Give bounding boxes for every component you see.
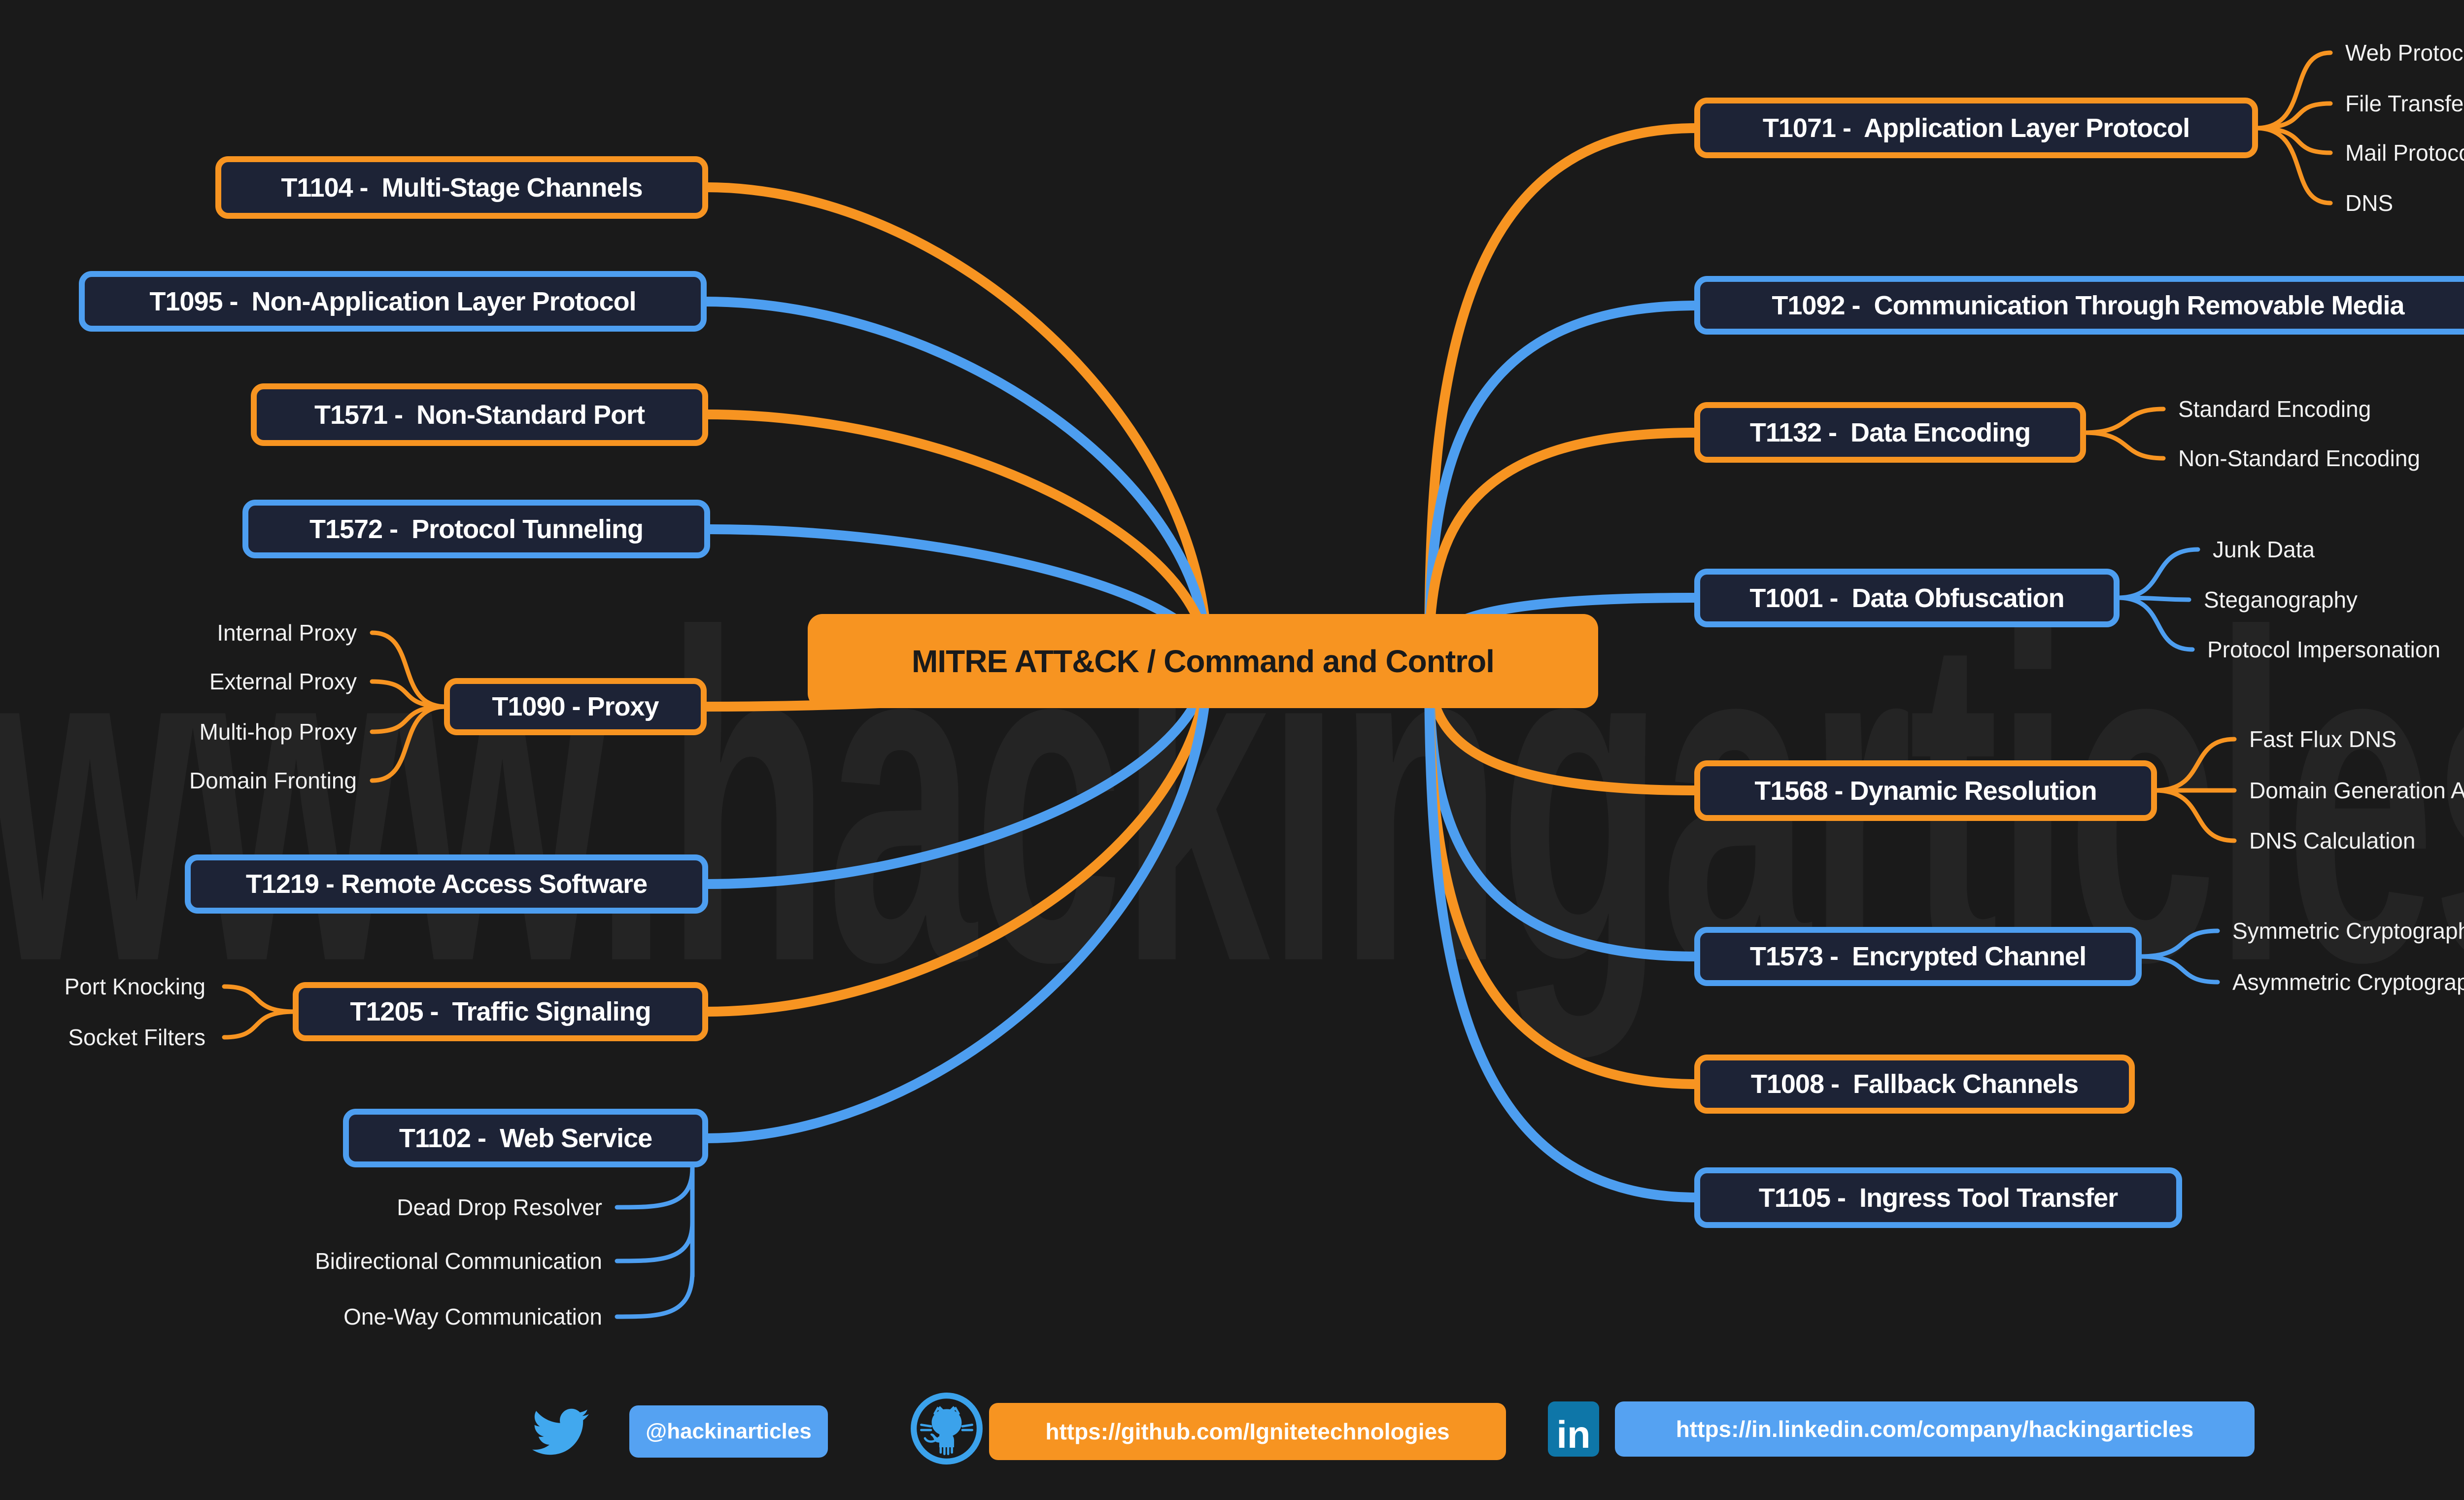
branch-t1105 [1424, 656, 1701, 1202]
node-t1095-non-application-layer-protocol[interactable]: T1095 - Non-Application Layer Protocol [79, 271, 707, 332]
node-t1219-remote-access-software[interactable]: T1219 - Remote Access Software [185, 854, 708, 914]
hook-domain-fronting [370, 704, 448, 783]
sub-external-proxy[interactable]: External Proxy [209, 669, 357, 694]
node-t1071-application-layer-protocol[interactable]: T1071 - Application Layer Protocol [1694, 98, 2258, 158]
sub-mail-protocols[interactable]: Mail Protocols [2345, 140, 2464, 166]
hook-junk-data [2115, 547, 2200, 600]
hook-web-protocols [2254, 50, 2333, 131]
node-label: T1001 - Data Obfuscation [1749, 583, 2064, 613]
sub-one-way-communication[interactable]: One-Way Communication [343, 1304, 602, 1330]
node-label: T1571 - Non-Standard Port [314, 400, 645, 430]
node-label: T1205 - Traffic Signaling [350, 997, 651, 1026]
node-label: T1092 - Communication Through Removable … [1772, 290, 2404, 320]
node-t1008-fallback-channels[interactable]: T1008 - Fallback Channels [1694, 1055, 2135, 1114]
node-label: T1071 - Application Layer Protocol [1762, 113, 2190, 143]
github-url-badge[interactable]: https://github.com/Ignitetechnologies [989, 1403, 1506, 1460]
sub-domain-fronting[interactable]: Domain Fronting [189, 768, 357, 793]
hook-standard-encoding [2082, 407, 2166, 435]
linkedin-url-badge[interactable]: https://in.linkedin.com/company/hackinga… [1615, 1401, 2255, 1457]
hook-protocol-impersonation [2115, 595, 2195, 652]
twitter-handle-badge[interactable]: @hackinarticles [629, 1405, 828, 1458]
hook-dns [2254, 126, 2333, 205]
node-label: T1104 - Multi-Stage Channels [281, 172, 643, 203]
hook-non-standard-encoding [2082, 430, 2166, 461]
node-label: T1090 - Proxy [492, 692, 659, 721]
hook-external-proxy [370, 679, 448, 709]
node-t1573-encrypted-channel[interactable]: T1573 - Encrypted Channel [1694, 927, 2142, 986]
sub-port-knocking[interactable]: Port Knocking [64, 974, 205, 999]
node-t1090-proxy[interactable]: T1090 - Proxy [444, 678, 707, 735]
branch-t1205 [701, 656, 1212, 1017]
node-t1132-data-encoding[interactable]: T1132 - Data Encoding [1694, 402, 2086, 463]
node-label: T1132 - Data Encoding [1749, 417, 2031, 447]
sub-junk-data[interactable]: Junk Data [2213, 537, 2315, 562]
sub-steganography[interactable]: Steganography [2204, 587, 2358, 613]
branch-t1071 [1424, 123, 1701, 666]
linkedin-icon[interactable]: in [1548, 1401, 1599, 1457]
hook-asymmetric-cryptography [2137, 954, 2220, 985]
hook-bidirectional-communication [615, 1220, 695, 1263]
branch-t1102 [701, 656, 1212, 1143]
branch-t1095 [700, 297, 1212, 666]
branch-t1092 [1424, 301, 1701, 666]
sub-protocol-impersonation[interactable]: Protocol Impersonation [2207, 637, 2441, 662]
node-t1104-multi-stage-channels[interactable]: T1104 - Multi-Stage Channels [215, 156, 708, 219]
twitter-icon[interactable] [527, 1403, 594, 1460]
sub-dns-calculation[interactable]: DNS Calculation [2249, 828, 2416, 853]
branch-t1104 [701, 182, 1212, 666]
node-t1092-communication-through-removable-media[interactable]: T1092 - Communication Through Removable … [1694, 276, 2464, 335]
hook-fast-flux-dns [2153, 737, 2237, 793]
sub-non-standard-encoding[interactable]: Non-Standard Encoding [2178, 445, 2420, 471]
node-label: T1573 - Encrypted Channel [1749, 942, 2087, 971]
center-node-label: MITRE ATT&CK / Command and Control [912, 643, 1495, 679]
node-label: T1219 - Remote Access Software [245, 869, 648, 899]
hook-multi-hop-proxy [370, 704, 448, 734]
hook-symmetric-cryptography [2137, 928, 2220, 959]
sub-dead-drop-resolver[interactable]: Dead Drop Resolver [397, 1194, 602, 1220]
node-label: T1102 - Web Service [399, 1123, 652, 1153]
node-t1102-web-service[interactable]: T1102 - Web Service [343, 1109, 708, 1167]
node-label: T1095 - Non-Application Layer Protocol [149, 286, 636, 316]
hook-socket-filters [222, 1009, 297, 1040]
sub-standard-encoding[interactable]: Standard Encoding [2178, 396, 2371, 422]
linkedin-icon-text: in [1556, 1412, 1591, 1456]
sub-symmetric-cryptography[interactable]: Symmetric Cryptography [2232, 918, 2464, 944]
node-label: T1105 - Ingress Tool Transfer [1758, 1183, 2118, 1213]
sub-file-transfer-protocols[interactable]: File Transfer Protocols [2345, 91, 2464, 116]
sub-fast-flux-dns[interactable]: Fast Flux DNS [2249, 726, 2397, 752]
center-node-mitre-attack-command-and-control[interactable]: MITRE ATT&CK / Command and Control [808, 614, 1598, 708]
node-label: T1572 - Protocol Tunneling [309, 514, 644, 544]
node-t1205-traffic-signaling[interactable]: T1205 - Traffic Signaling [293, 982, 708, 1041]
sub-internal-proxy[interactable]: Internal Proxy [217, 620, 357, 646]
node-t1105-ingress-tool-transfer[interactable]: T1105 - Ingress Tool Transfer [1694, 1167, 2182, 1228]
hook-dns-calculation [2153, 788, 2237, 843]
branch-t1219 [701, 656, 1212, 889]
node-label: T1568 - Dynamic Resolution [1754, 776, 2097, 806]
node-t1571-non-standard-port[interactable]: T1571 - Non-Standard Port [251, 383, 708, 446]
hook-dead-drop-resolver [615, 1165, 695, 1210]
node-t1572-protocol-tunneling[interactable]: T1572 - Protocol Tunneling [242, 500, 710, 558]
hook-one-way-communication [615, 1269, 695, 1319]
hook-port-knocking [222, 984, 297, 1014]
sub-bidirectional-communication[interactable]: Bidirectional Communication [315, 1248, 602, 1274]
node-t1568-dynamic-resolution[interactable]: T1568 - Dynamic Resolution [1694, 760, 2157, 821]
sub-socket-filters[interactable]: Socket Filters [68, 1024, 205, 1050]
github-icon[interactable] [909, 1391, 984, 1466]
node-t1001-data-obfuscation[interactable]: T1001 - Data Obfuscation [1694, 569, 2120, 627]
sub-multi-hop-proxy[interactable]: Multi-hop Proxy [199, 719, 357, 745]
branch-t1132 [1424, 428, 1701, 666]
sub-web-protocols[interactable]: Web Protocols [2345, 40, 2464, 66]
sub-domain-generation-algorithms[interactable]: Domain Generation Algorithms [2249, 778, 2464, 803]
node-label: T1008 - Fallback Channels [1750, 1069, 2079, 1099]
hook-internal-proxy [370, 630, 448, 709]
sub-asymmetric-cryptography[interactable]: Asymmetric Cryptography [2232, 969, 2464, 995]
branch-t1571 [701, 409, 1212, 666]
sub-dns[interactable]: DNS [2345, 190, 2394, 216]
